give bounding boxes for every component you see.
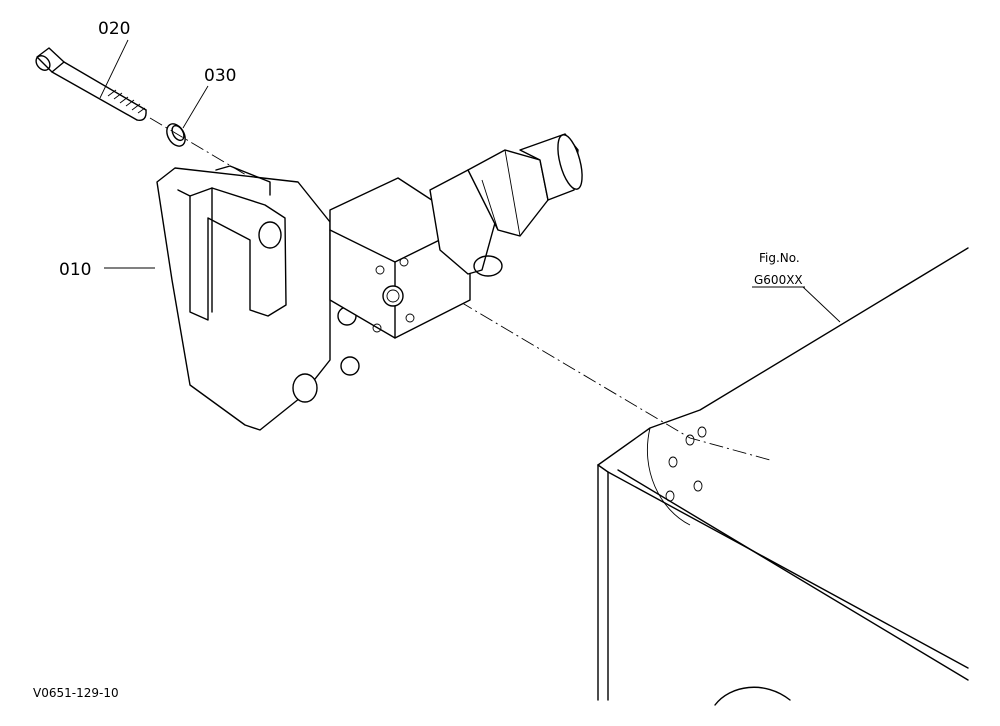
callout-020: 020 bbox=[98, 19, 130, 39]
leader-030 bbox=[182, 85, 209, 129]
hose-fitting bbox=[429, 133, 583, 277]
assembly-center-line bbox=[149, 117, 771, 461]
drawing-id: V0651-129-10 bbox=[33, 686, 119, 700]
bracket-010 bbox=[156, 165, 360, 431]
leader-figure-ref bbox=[802, 286, 841, 323]
callout-010: 010 bbox=[59, 260, 91, 280]
washer-030 bbox=[166, 123, 186, 147]
frame-corner bbox=[597, 247, 969, 706]
figure-ref-number: G600XX bbox=[754, 273, 803, 287]
figure-ref-label: Fig.No. bbox=[759, 251, 800, 265]
leader-020 bbox=[99, 39, 129, 99]
callout-030: 030 bbox=[204, 66, 236, 86]
bolt-020 bbox=[35, 47, 147, 121]
